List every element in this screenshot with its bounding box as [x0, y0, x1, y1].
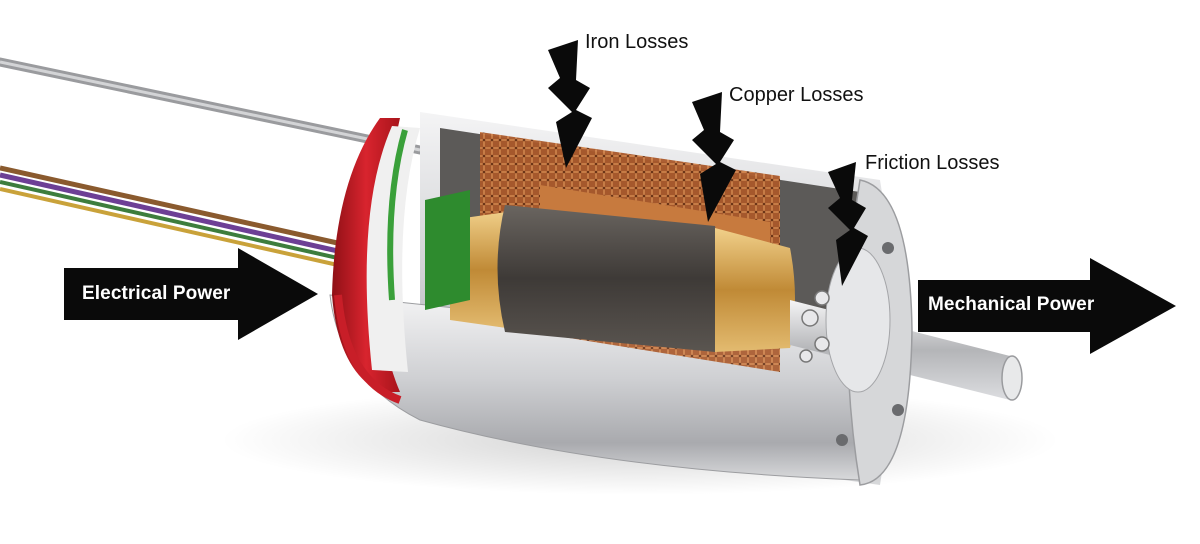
friction-losses-label: Friction Losses: [865, 152, 1000, 174]
iron-losses-label: Iron Losses: [585, 31, 689, 53]
electrical-power-label: Electrical Power: [82, 283, 231, 304]
lightning-bolt-icon: [692, 92, 736, 222]
mechanical-power-label: Mechanical Power: [928, 294, 1095, 315]
mechanical-power-arrow: [918, 258, 1176, 354]
lead-wires: [0, 57, 425, 272]
rotor-core: [450, 205, 795, 352]
lightning-bolt-icon: [828, 162, 868, 286]
lightning-bolt-icon: [548, 40, 592, 168]
electrical-power-arrow: [64, 248, 318, 340]
encoder-pcb: [425, 190, 470, 310]
red-end-cap: [332, 118, 470, 404]
copper-losses-label: Copper Losses: [729, 84, 864, 106]
